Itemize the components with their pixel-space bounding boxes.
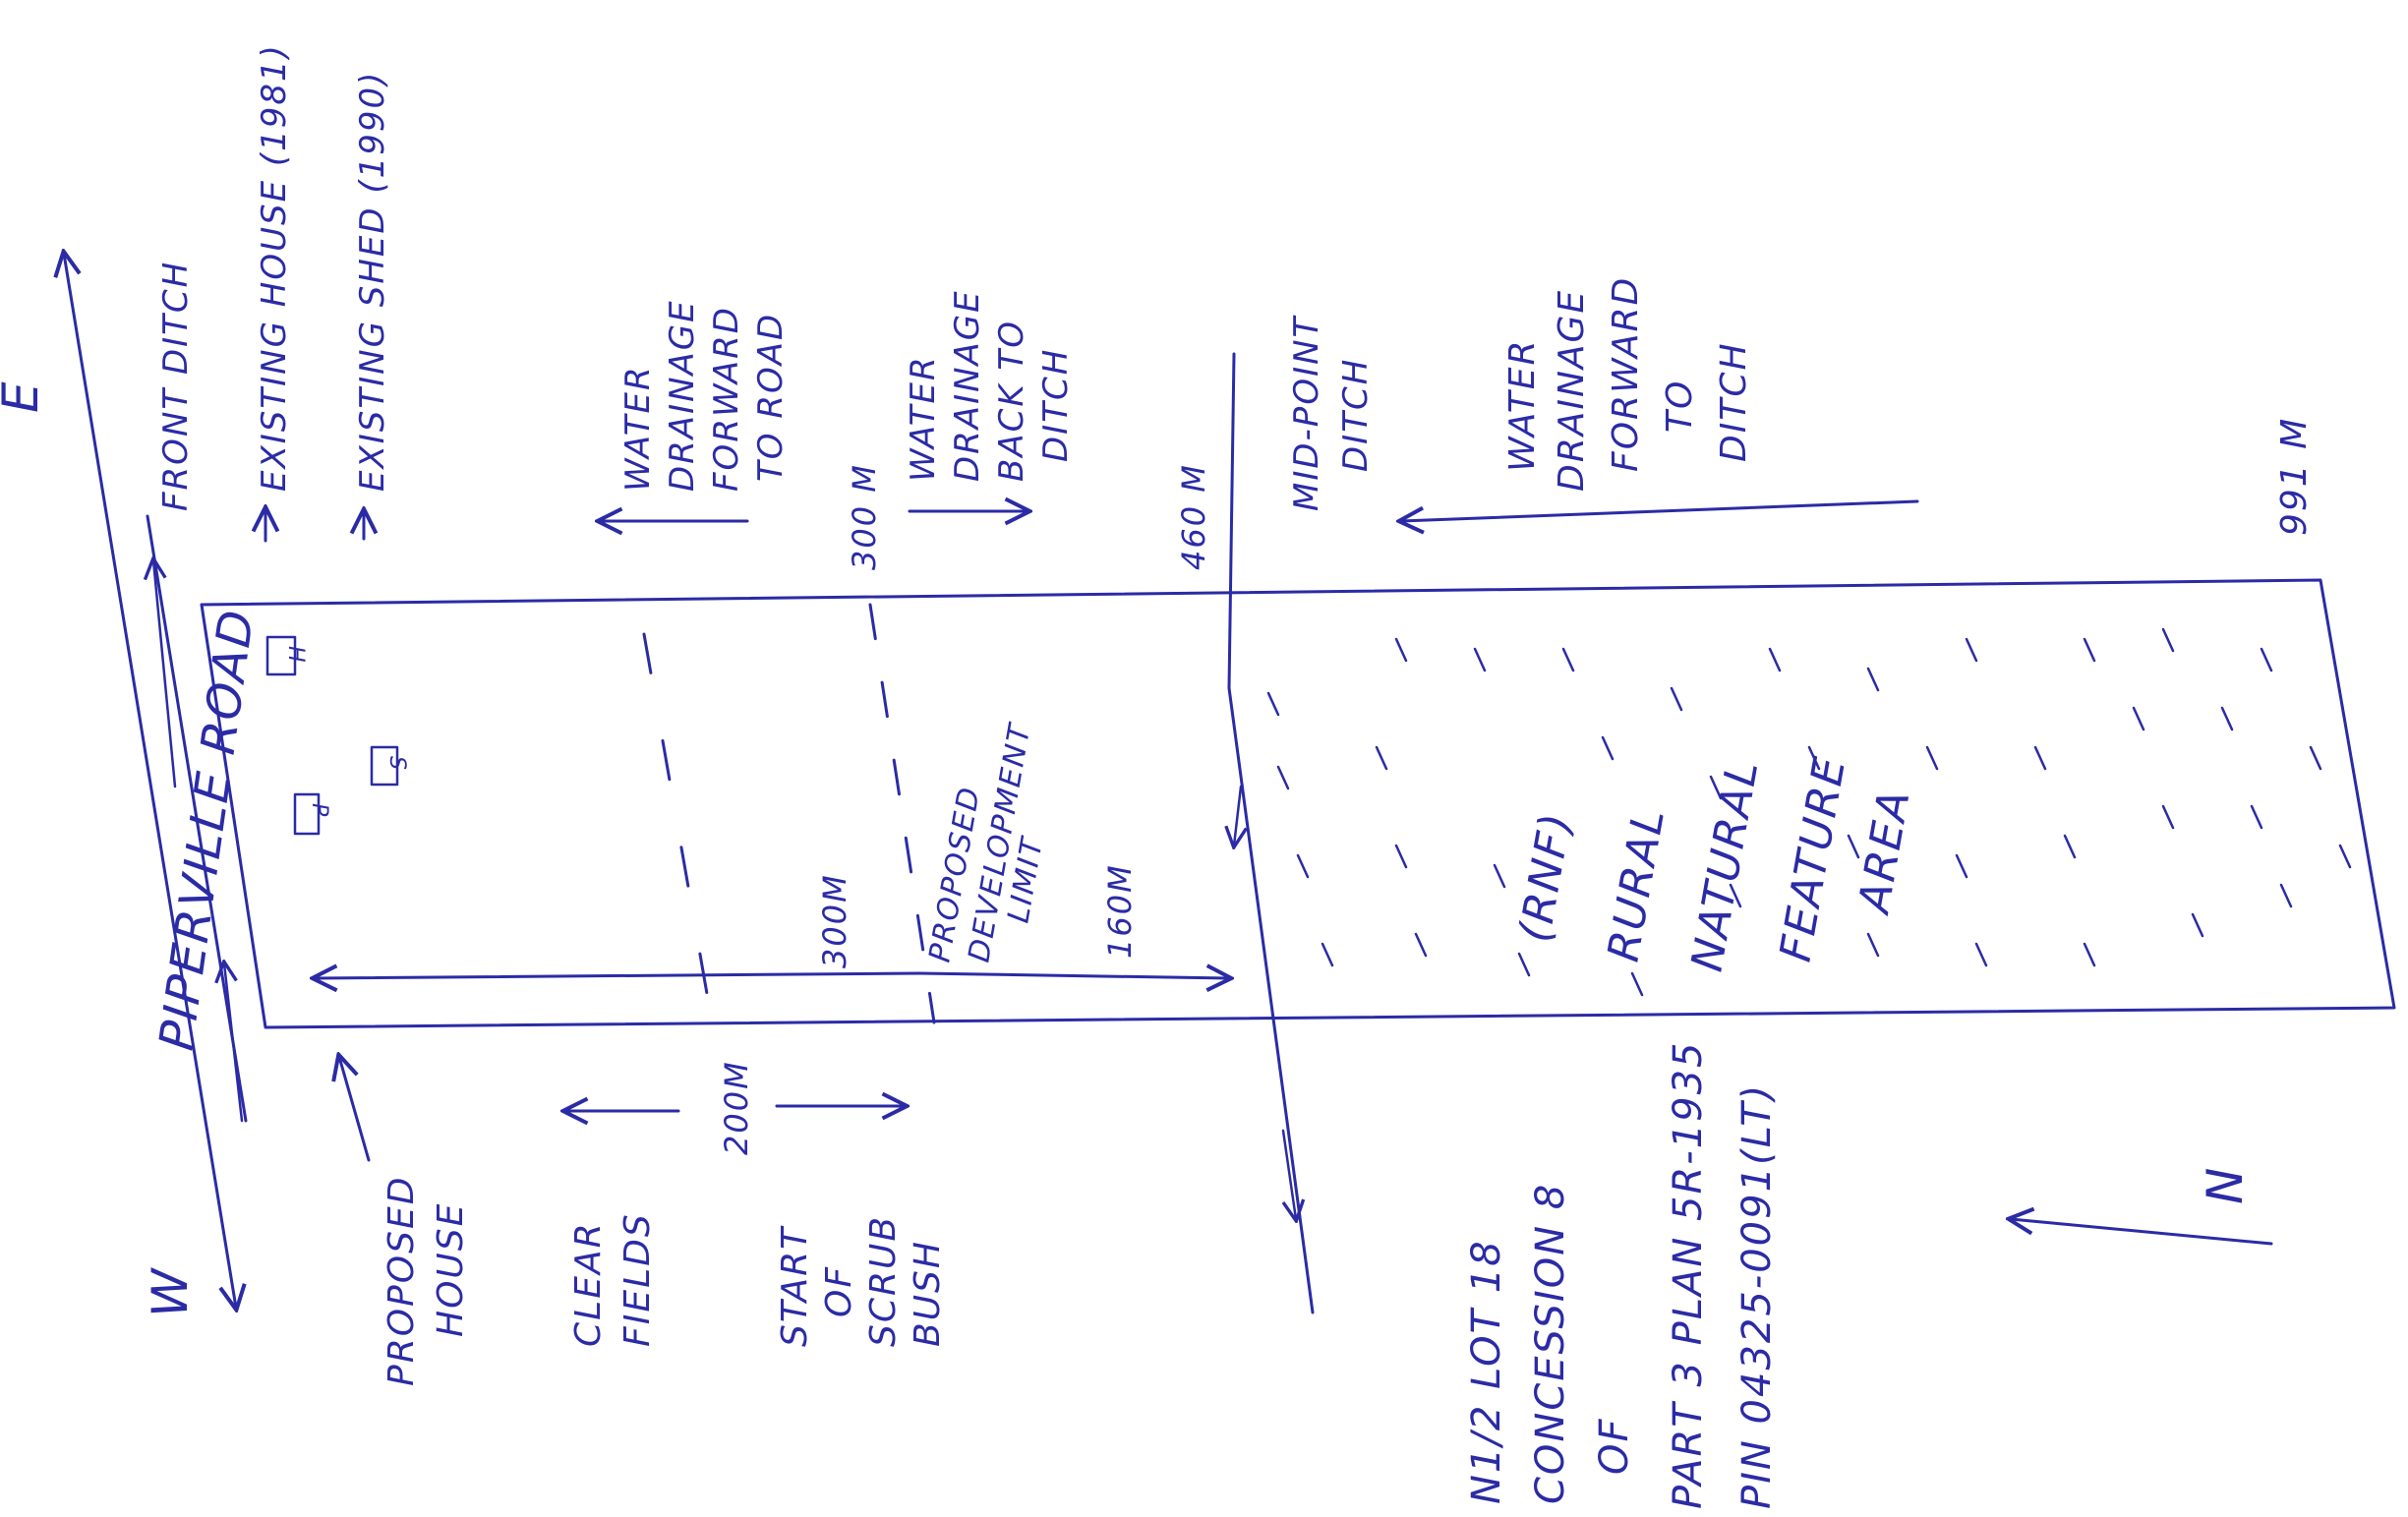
shed-marker: S <box>384 756 409 772</box>
distance-460m: 460 M <box>1175 463 1212 570</box>
proposed-house-arrow <box>339 1057 371 1162</box>
drainage-arrow-forward <box>1401 499 1919 521</box>
drainage-back-line3: BACK TO <box>992 320 1031 482</box>
dimension-300m-arrow <box>315 973 921 978</box>
distance-991m: 991 M <box>2274 417 2315 536</box>
proposed-house-marker-box <box>293 792 321 836</box>
existing-house-label: EXISTING HOUSE (1981) <box>255 43 294 492</box>
ditch-arrow-1 <box>1234 785 1241 846</box>
drainage-forward-line4: TO <box>1660 379 1700 433</box>
rnf-line3: NATURAL <box>1682 755 1769 975</box>
road-name: PIPERVILLE ROAD <box>148 606 264 1054</box>
legal-line5: PIN 04325-0091(LT) <box>1734 1083 1780 1509</box>
distance-160m: 160M <box>1101 863 1139 959</box>
rnf-line4: FEATURE <box>1771 752 1856 965</box>
drainage-forward-line2: DRAINAGE <box>1552 289 1592 492</box>
ditch-arrow-2 <box>1283 1129 1296 1219</box>
existing-shed-label: EXISTING SHED (1990) <box>353 71 392 492</box>
house-marker: H <box>283 646 308 665</box>
scrub-line1: START <box>775 1225 815 1347</box>
mid-point-ditch-line <box>1227 352 1315 1314</box>
drainage-back-line1: WATER <box>904 355 943 482</box>
rnf-line5: AREA <box>1849 785 1920 918</box>
distance-300m-top: 300 M <box>846 463 883 570</box>
clear-fields-line1: CLEAR <box>568 1221 609 1347</box>
road-flow-arrow-1 <box>153 560 177 788</box>
rnf-line1: (RNF) <box>1510 808 1582 946</box>
proposed-house-line2: HOUSE <box>431 1202 471 1337</box>
compass-west: W <box>142 1267 199 1317</box>
drainage-forward-line3: FORWARD <box>1606 276 1646 472</box>
drainage-back-line4: DITCH <box>1036 348 1076 462</box>
house-marker-box <box>265 635 297 676</box>
drainage-forward-line5: DITCH <box>1714 341 1754 462</box>
north-arrow <box>2011 1219 2273 1246</box>
legal-line4: PART 3 PLAN 5R-1935 <box>1666 1041 1711 1509</box>
road-line-west-east <box>64 254 236 1308</box>
legal-line2: CONCESSION 8 <box>1528 1183 1573 1504</box>
legal-line1: N1/2 LOT 18 <box>1464 1239 1509 1504</box>
scrub-line3: SCRUB <box>863 1215 904 1347</box>
rnf-hatching <box>1266 627 2352 997</box>
proposed-house-marker: P <box>307 803 331 818</box>
scrub-line4: BUSH <box>908 1240 948 1347</box>
rnf-line2: RURAL <box>1599 803 1675 964</box>
clear-fields-line2: FIELDS <box>617 1212 658 1347</box>
legal-line3: OF <box>1592 1418 1637 1476</box>
compass-east: E <box>0 379 49 413</box>
distance-200m: 200M <box>718 1060 755 1155</box>
dimension-160m-arrow <box>917 973 1229 978</box>
drainage-forward-line1: WATER <box>1502 338 1543 472</box>
shed-marker-box <box>370 745 399 787</box>
drainage-road-line4: TO ROAD <box>751 313 791 482</box>
front-ditch-label: FRONT DITCH <box>156 261 196 511</box>
drainage-back-line2: DRAINAGE <box>948 289 987 482</box>
drainage-road-line2: DRAINAGE <box>663 299 702 492</box>
drainage-road-line3: FORWARD <box>707 306 746 492</box>
proposed-house-line1: PROPOSED <box>382 1176 422 1386</box>
dashed-line-300m <box>642 632 715 1029</box>
distance-300m: 300M <box>816 873 853 968</box>
midpoint-ditch-line2: DITCH <box>1336 358 1376 472</box>
road-flow-arrow-2 <box>224 963 244 1123</box>
drainage-road-line1: WATER <box>618 365 658 492</box>
compass-north: N <box>2197 1166 2254 1204</box>
scrub-line2: OF <box>819 1265 859 1317</box>
midpoint-ditch-line1: MID-POINT <box>1287 315 1326 511</box>
lot-boundary <box>200 578 2396 1029</box>
